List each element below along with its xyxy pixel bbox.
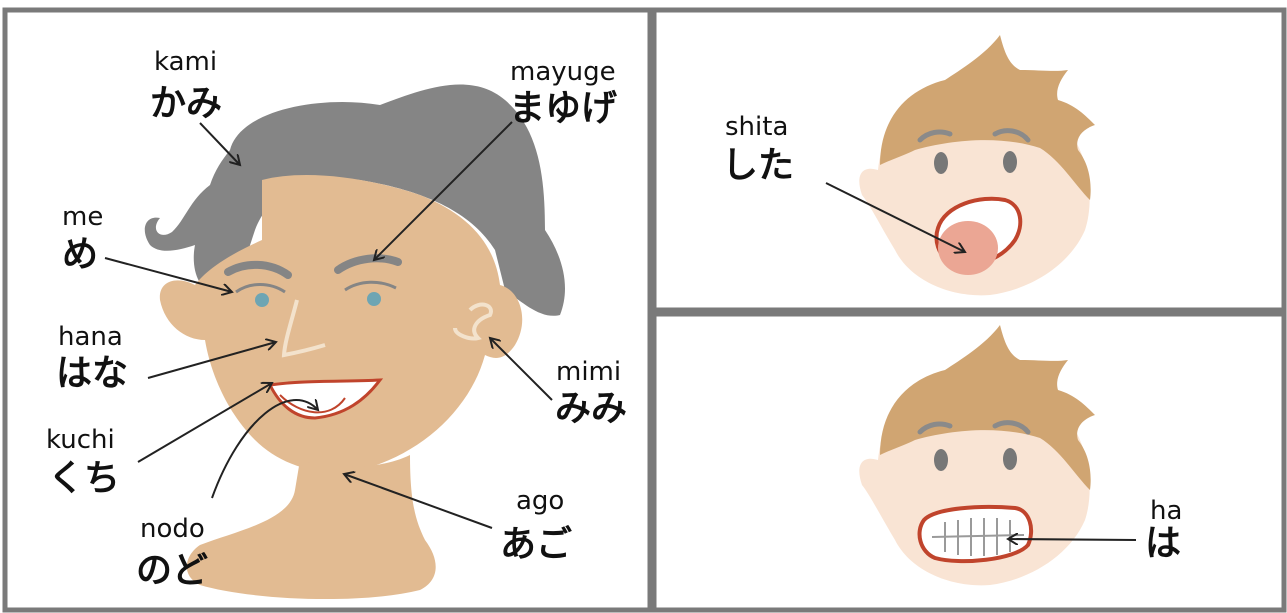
arrow-ago xyxy=(344,474,493,529)
label-kami-kana: かみ xyxy=(150,83,222,124)
arrow-ha xyxy=(1008,539,1137,540)
label-kami-romaji: kami xyxy=(154,47,217,77)
bottom-right-panel-frame xyxy=(651,311,1287,613)
panel-borders xyxy=(2,7,1287,613)
boy-top-eye-right xyxy=(1003,151,1017,173)
label-mayuge-romaji: mayuge xyxy=(510,57,616,87)
woman-neck xyxy=(186,455,436,600)
left-panel-frame xyxy=(2,7,653,613)
woman-eye-right-lid xyxy=(344,280,397,292)
boy-bottom-brow-right xyxy=(992,420,1031,435)
label-hana-kana: はな xyxy=(56,353,128,394)
label-mayuge-kana: まゆげ xyxy=(509,88,617,129)
boy-tongue xyxy=(938,221,998,275)
woman-face-illustration xyxy=(144,84,565,600)
woman-eye-left xyxy=(255,293,269,307)
label-ago-kana: あご xyxy=(500,524,572,565)
woman-nose xyxy=(281,299,326,358)
boy-bottom-eye-right xyxy=(1003,448,1017,470)
arrow-me xyxy=(104,257,232,292)
label-mimi-kana: みみ xyxy=(555,388,627,429)
label-ago-romaji: ago xyxy=(516,486,564,516)
boy-bottom-brow-left xyxy=(917,421,953,435)
boy-bottom-eye-left xyxy=(934,449,948,471)
boy-tongue-illustration xyxy=(859,35,1095,296)
woman-brow-right xyxy=(334,254,402,274)
arrow-mayuge xyxy=(374,121,513,260)
arrow-hana xyxy=(147,342,276,379)
boy-top-brow-right xyxy=(992,128,1031,143)
boy-bottom-mouth xyxy=(917,504,1034,564)
label-kuchi-romaji: kuchi xyxy=(46,425,115,455)
woman-brow-left xyxy=(224,260,292,279)
boy-bottom-hair xyxy=(880,325,1095,490)
label-nodo-romaji: nodo xyxy=(140,514,205,544)
woman-eye-left-lid xyxy=(235,283,286,294)
woman-eye-right xyxy=(367,292,381,306)
boy-top-brow-left xyxy=(917,129,953,143)
label-mimi-romaji: mimi xyxy=(556,357,621,387)
woman-ear xyxy=(453,302,493,341)
arrow-kami xyxy=(199,122,240,165)
top-right-panel-frame xyxy=(651,7,1287,313)
label-shita-romaji: shita xyxy=(725,112,788,142)
label-shita-kana: した xyxy=(722,145,794,186)
arrow-kuchi xyxy=(137,383,272,463)
arrow-nodo xyxy=(211,400,318,499)
boy-teeth-illustration xyxy=(859,325,1095,586)
woman-face-skin xyxy=(159,175,523,473)
arrow-mimi xyxy=(490,338,553,401)
woman-hair xyxy=(144,84,565,316)
label-ha-kana: は xyxy=(1145,523,1181,564)
left-panel-labels: kami かみ mayuge まゆげ me め hana はな mimi みみ … xyxy=(46,47,627,591)
arrow-shita xyxy=(825,182,965,252)
label-nodo-kana: のど xyxy=(136,550,208,591)
boy-top-hair xyxy=(880,35,1095,200)
label-ha-romaji: ha xyxy=(1150,496,1182,526)
label-me-kana: め xyxy=(62,234,98,275)
label-kuchi-kana: くち xyxy=(48,458,120,499)
label-hana-romaji: hana xyxy=(58,322,123,352)
left-panel-arrows xyxy=(104,121,553,529)
boy-top-eye-left xyxy=(934,152,948,174)
label-me-romaji: me xyxy=(62,202,103,232)
